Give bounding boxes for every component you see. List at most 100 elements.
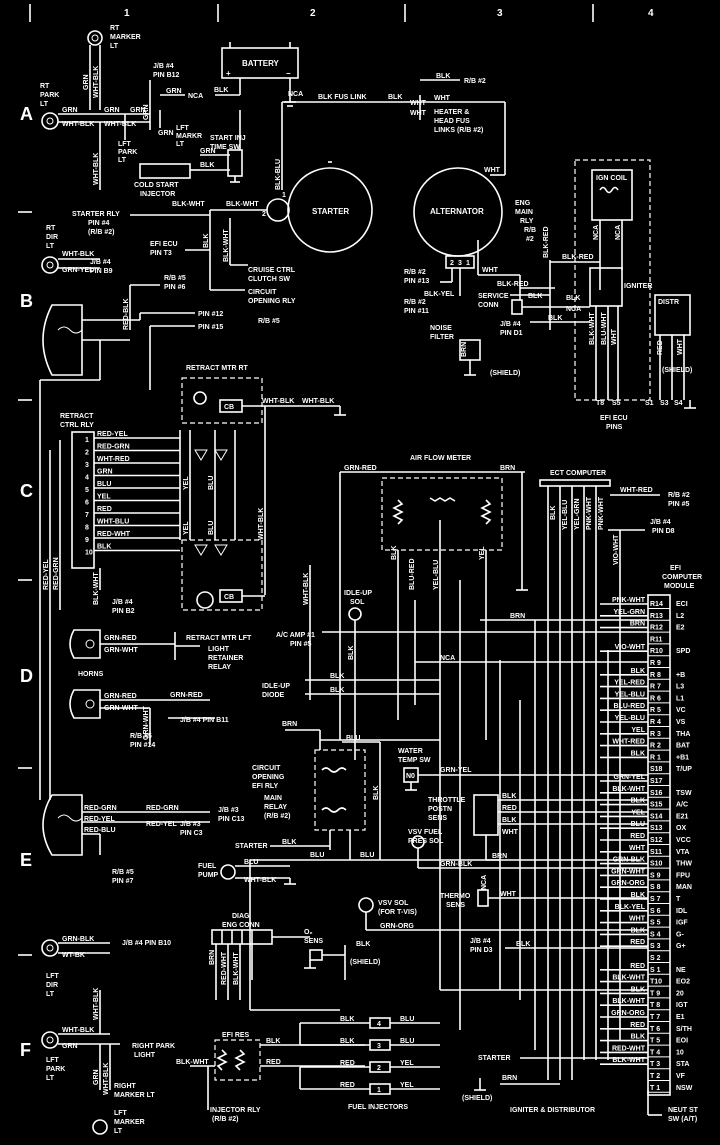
svg-text:2: 2 (377, 1065, 381, 1072)
svg-text:BLK-WHT: BLK-WHT (172, 201, 205, 208)
svg-text:J/B #4: J/B #4 (90, 259, 111, 266)
svg-text:J/B #4: J/B #4 (650, 519, 671, 526)
ecu-pin-function: E21 (676, 813, 689, 820)
svg-text:DIAG: DIAG (232, 913, 250, 920)
ecu-pin-row: S 2 (648, 955, 670, 963)
ecu-pin-id: S 2 (650, 955, 661, 962)
retract-relay-wire-color: RED-YEL (97, 431, 128, 438)
svg-text:RED-GRN: RED-GRN (146, 805, 179, 812)
svg-text:−: − (286, 69, 291, 78)
ecu-pin-id: T 6 (650, 1026, 660, 1033)
cruise-ctrl-clutch-sw: CRUISE CTRL CLUTCH SW CIRCUIT OPENING RL… (209, 264, 296, 305)
svg-text:BLK: BLK (348, 646, 355, 660)
ecu-pin-function: VTA (676, 849, 689, 856)
svg-text:WHT-BLK: WHT-BLK (93, 988, 100, 1020)
svg-text:R/B #5: R/B #5 (164, 275, 186, 282)
svg-text:BLU: BLU (400, 1016, 414, 1023)
ecu-pin-id: S11 (650, 849, 662, 856)
ecu-pin-function: IDL (676, 908, 688, 915)
svg-text:BLK-WHT: BLK-WHT (223, 229, 230, 262)
svg-text:BLU: BLU (346, 735, 360, 742)
svg-text:PIN #6: PIN #6 (164, 284, 186, 291)
svg-text:GRN-WHT: GRN-WHT (104, 647, 139, 654)
ecu-pin-id: T 4 (650, 1049, 660, 1056)
svg-text:IGNITER & DISTRIBUTOR: IGNITER & DISTRIBUTOR (510, 1107, 595, 1114)
headlight-rt: PIN #12 PIN #15 R/B #5 (39, 304, 280, 800)
svg-text:PIN #13: PIN #13 (404, 278, 429, 285)
retract-relay-pin: 8 (85, 525, 89, 532)
svg-text:YEL-BLU: YEL-BLU (433, 560, 440, 590)
svg-text:(SHIELD): (SHIELD) (462, 1095, 492, 1102)
svg-text:LFT: LFT (176, 125, 190, 132)
ecu-pin-id: T 7 (650, 1014, 660, 1021)
svg-text:R/B #5: R/B #5 (130, 733, 152, 740)
svg-text:RED: RED (502, 805, 517, 812)
ecu-pin-function: ECI (676, 601, 688, 608)
ecu-pin-id: T 3 (650, 1061, 660, 1068)
ecu-pin-wire-color: BLK (631, 1034, 645, 1041)
ecu-pin-function: BAT (676, 743, 691, 750)
svg-text:CTRL RLY: CTRL RLY (60, 422, 94, 429)
svg-text:FUEL INJECTORS: FUEL INJECTORS (348, 1104, 408, 1111)
svg-text:LT: LT (46, 1075, 55, 1082)
svg-text:LIGHT: LIGHT (134, 1052, 156, 1059)
row-label-f: F (20, 1040, 31, 1060)
svg-text:3: 3 (377, 1043, 381, 1050)
retract-relay-wire-color: GRN (97, 469, 113, 476)
svg-text:BLU: BLU (360, 852, 374, 859)
svg-text:RT: RT (40, 83, 50, 90)
ecu-pin-wire-color: PNK-WHT (612, 597, 646, 604)
lft-marker-top: GRN GRN LFT MARKR LT NCA GRN (143, 88, 203, 148)
svg-text:SENS: SENS (446, 902, 465, 909)
ecu-pin-wire-color: BLK-WHT (612, 1057, 645, 1064)
svg-text:HEAD FUS: HEAD FUS (434, 118, 470, 125)
svg-text:2: 2 (450, 260, 454, 267)
svg-text:RED-GRN: RED-GRN (53, 557, 60, 590)
ecu-pin-wire-color: BRN (630, 621, 645, 628)
svg-text:BLK: BLK (516, 941, 530, 948)
svg-text:J/B #4 PIN B10: J/B #4 PIN B10 (122, 940, 171, 947)
svg-text:RED-BLK: RED-BLK (123, 299, 130, 331)
svg-text:PIN C3: PIN C3 (180, 830, 203, 837)
svg-text:SERVICE: SERVICE (478, 293, 509, 300)
column-label-1: 1 (124, 8, 130, 19)
retract-relay-wire-color: RED (97, 506, 112, 513)
distributor: DISTR RED WHT (SHIELD) (654, 294, 696, 409)
fuel-injectors: 4 3 2 1 BLK BLK RED RED BLU BLU YEL YEL … (299, 1016, 440, 1111)
svg-text:BLK: BLK (330, 687, 344, 694)
svg-text:TIME SW: TIME SW (210, 144, 240, 151)
svg-text:INJECTOR: INJECTOR (140, 191, 175, 198)
svg-text:YEL: YEL (183, 521, 190, 535)
svg-text:THROTTLE: THROTTLE (428, 797, 466, 804)
ecu-pin-function: NSW (676, 1085, 693, 1092)
svg-text:MARKR: MARKR (176, 133, 202, 140)
svg-text:STARTER RLY: STARTER RLY (72, 211, 120, 218)
svg-text:WHT: WHT (484, 167, 501, 174)
retract-relay-pin: 3 (85, 462, 89, 469)
svg-text:TEMP SW: TEMP SW (398, 757, 431, 764)
svg-text:PIN B9: PIN B9 (90, 268, 113, 275)
ecu-pin-id: R 3 (650, 731, 661, 738)
ecu-pin-id: T 9 (650, 990, 660, 997)
svg-text:GRN-RED: GRN-RED (344, 465, 377, 472)
svg-text:PIN #7: PIN #7 (112, 878, 134, 885)
ecu-pin-wire-color: YEL-RED (614, 680, 645, 687)
svg-text:PIN #4: PIN #4 (88, 220, 110, 227)
svg-text:WHT: WHT (500, 891, 517, 898)
thermo-sensor: THERMO SENS NCA WHT (440, 875, 648, 909)
ecu-pin-function: S/TH (676, 1026, 692, 1033)
svg-text:BRN: BRN (282, 721, 297, 728)
row-label-c: C (20, 481, 33, 501)
svg-text:CIRCUIT: CIRCUIT (248, 289, 277, 296)
ign-coil: IGN COIL NCA NCA (574, 159, 651, 401)
svg-text:S5: S5 (612, 400, 621, 407)
